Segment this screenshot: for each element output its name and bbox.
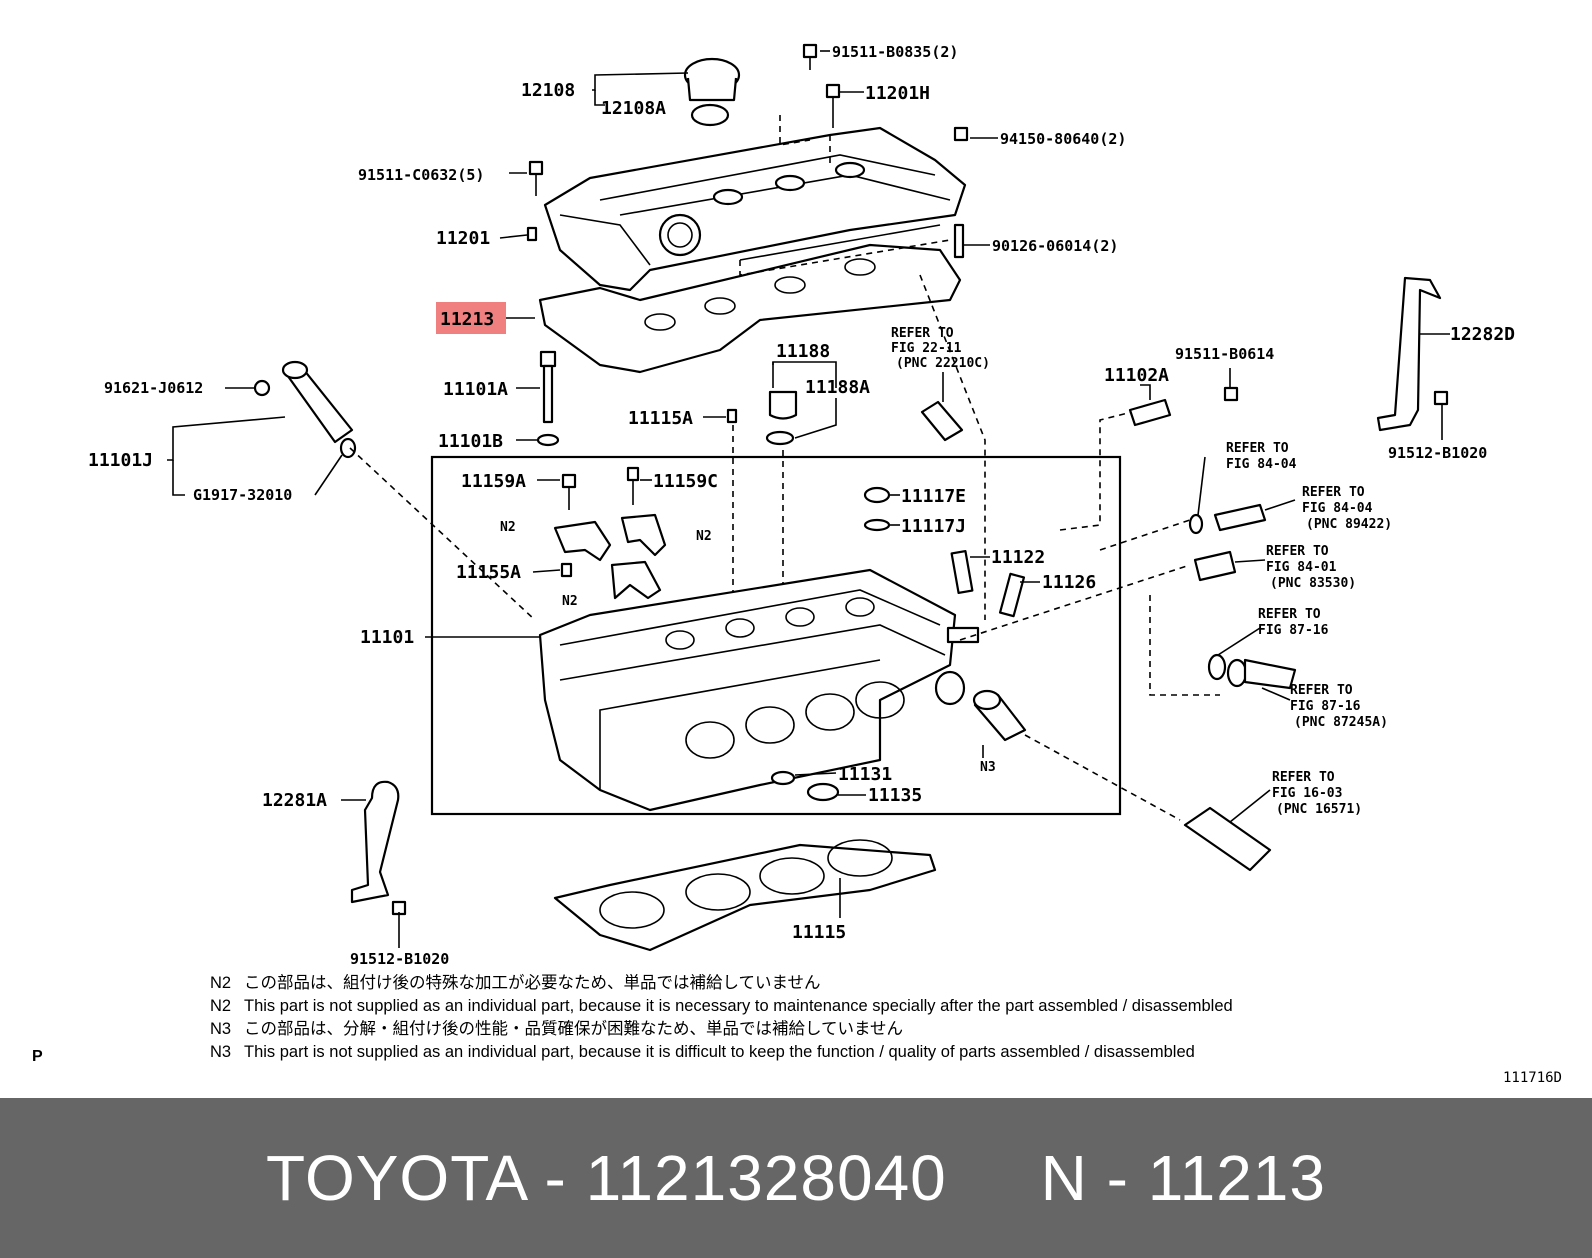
label-91621-j0612[interactable]: 91621-J0612 <box>104 379 203 397</box>
ref-fig84a-line2[interactable]: FIG 84-04 <box>1226 457 1297 472</box>
label-94150-80640[interactable]: 94150-80640(2) <box>1000 130 1126 148</box>
ref-fig1603-line1[interactable]: REFER TO <box>1272 770 1335 785</box>
label-11101[interactable]: 11101 <box>360 627 414 648</box>
note-text: この部品は、分解・組付け後の性能・品質確保が困難なため、単品では補給していません <box>244 1020 904 1038</box>
plug-drawing <box>765 390 798 446</box>
note-line: N3 この部品は、分解・組付け後の性能・品質確保が困難なため、単品では補給してい… <box>210 1018 1510 1041</box>
note-code: N3 <box>210 1020 232 1038</box>
ref-fig22-line3[interactable]: (PNC 22210C) <box>896 356 990 371</box>
label-11155a[interactable]: 11155A <box>456 562 521 583</box>
label-90126-06014[interactable]: 90126-06014(2) <box>992 237 1118 255</box>
note-code: N3 <box>210 1043 232 1061</box>
label-11117j[interactable]: 11117J <box>901 516 966 537</box>
label-11126[interactable]: 11126 <box>1042 572 1096 593</box>
label-12281a[interactable]: 12281A <box>262 790 327 811</box>
valve-cover-drawing <box>526 126 967 292</box>
label-12282d[interactable]: 12282D <box>1450 324 1515 345</box>
bolts-drawing <box>528 43 969 447</box>
label-g1917-32010[interactable]: G1917-32010 <box>193 486 292 504</box>
ref-fig84b-line1[interactable]: REFER TO <box>1302 485 1365 500</box>
head-gasket-drawing <box>553 839 937 952</box>
ref-fig8716b-line1[interactable]: REFER TO <box>1290 683 1353 698</box>
note-text: この部品は、組付け後の特殊な加工が必要なため、単品では補給していません <box>244 974 821 992</box>
label-11101a[interactable]: 11101A <box>443 379 508 400</box>
cylinder-head-drawing <box>538 568 980 812</box>
label-11213[interactable]: 11213 <box>440 309 494 330</box>
label-11115a[interactable]: 11115A <box>628 408 693 429</box>
label-91512-b1020-bottom[interactable]: 91512-B1020 <box>350 950 449 968</box>
label-91511-b0614[interactable]: 91511-B0614 <box>1175 345 1274 363</box>
corner-mark: P <box>32 1048 43 1065</box>
label-11159a[interactable]: 11159A <box>461 471 526 492</box>
note-text: This part is not supplied as an individu… <box>244 997 1233 1015</box>
ref-fig84b-line3[interactable]: (PNC 89422) <box>1306 517 1392 532</box>
label-11201h[interactable]: 11201H <box>865 83 930 104</box>
label-11101j[interactable]: 11101J <box>88 450 153 471</box>
footer-banner: TOYOTA - 1121328040 N - 11213 <box>0 1098 1592 1258</box>
note-marker-n2: N2 <box>500 520 516 535</box>
note-line: N2 この部品は、組付け後の特殊な加工が必要なため、単品では補給していません <box>210 972 1510 995</box>
ref-fig8401-line3[interactable]: (PNC 83530) <box>1270 576 1356 591</box>
part-11115a-drawing <box>726 408 738 424</box>
oil-filler-cap-drawing <box>683 57 741 127</box>
ref-fig22-line2[interactable]: FIG 22-11 <box>891 341 962 356</box>
label-11102a[interactable]: 11102A <box>1104 365 1169 386</box>
note-marker-n3: N3 <box>980 760 996 775</box>
label-91511-b0835[interactable]: 91511-B0835(2) <box>832 43 958 61</box>
ref-fig8401-line2[interactable]: FIG 84-01 <box>1266 560 1337 575</box>
ref-fig8716a-line1[interactable]: REFER TO <box>1258 607 1321 622</box>
ref-fig8401-line1[interactable]: REFER TO <box>1266 544 1329 559</box>
note-marker-n2: N2 <box>696 529 712 544</box>
parts-diagram: 91511-B0835(2) 12108 12108A 11201H 94150… <box>32 43 1562 1086</box>
ocv-valve-drawing <box>253 360 357 459</box>
seal-11135-drawing <box>806 782 840 802</box>
label-11131[interactable]: 11131 <box>838 764 892 785</box>
bracket-12282d-drawing <box>1376 276 1449 432</box>
label-11188a[interactable]: 11188A <box>805 377 870 398</box>
figure-references: REFER TO FIG 22-11 (PNC 22210C) REFER TO… <box>891 326 1392 817</box>
part-labels: 91511-B0835(2) 12108 12108A 11201H 94150… <box>88 43 1515 968</box>
ref-fig8716a-line2[interactable]: FIG 87-16 <box>1258 623 1329 638</box>
ref-fig1603-line3[interactable]: (PNC 16571) <box>1276 802 1362 817</box>
note-line: N2 This part is not supplied as an indiv… <box>210 995 1510 1018</box>
label-11117e[interactable]: 11117E <box>901 486 966 507</box>
note-marker-n2: N2 <box>562 594 578 609</box>
note-code: N2 <box>210 974 232 992</box>
ref-fig22-line1[interactable]: REFER TO <box>891 326 954 341</box>
n3-sleeve-drawing <box>972 689 1027 742</box>
label-11122[interactable]: 11122 <box>991 547 1045 568</box>
gasket-11131-drawing <box>770 770 796 786</box>
label-12108a[interactable]: 12108A <box>601 98 666 119</box>
label-11188[interactable]: 11188 <box>776 341 830 362</box>
label-11201[interactable]: 11201 <box>436 228 490 249</box>
ref-fig1603-line2[interactable]: FIG 16-03 <box>1272 786 1342 801</box>
label-12108[interactable]: 12108 <box>521 80 575 101</box>
note-text: This part is not supplied as an individu… <box>244 1043 1195 1061</box>
sensor-11102a-drawing <box>1128 386 1239 427</box>
label-11115[interactable]: 11115 <box>792 922 846 943</box>
ref-fig8716b-line2[interactable]: FIG 87-16 <box>1290 699 1361 714</box>
label-11159c[interactable]: 11159C <box>653 471 718 492</box>
note-line: N3 This part is not supplied as an indiv… <box>210 1041 1510 1064</box>
ref-fig8716b-line3[interactable]: (PNC 87245A) <box>1294 715 1388 730</box>
notes-block: N2 この部品は、組付け後の特殊な加工が必要なため、単品では補給していません N… <box>210 972 1510 1064</box>
footer-part-number: TOYOTA - 1121328040 N - 11213 <box>266 1142 1326 1214</box>
ref-fig84b-line2[interactable]: FIG 84-04 <box>1302 501 1373 516</box>
cylinder-head-group-frame <box>430 455 1122 816</box>
bracket-12281a-drawing <box>350 780 407 916</box>
note-code: N2 <box>210 997 232 1015</box>
leader-lines <box>167 50 1450 948</box>
diagram-canvas: 91511-B0835(2) 12108 12108A 11201H 94150… <box>88 43 1515 968</box>
label-11135[interactable]: 11135 <box>868 785 922 806</box>
figure-code: 111716D <box>1502 1070 1562 1086</box>
referenced-parts-drawing <box>920 400 1297 872</box>
label-91511-c0632[interactable]: 91511-C0632(5) <box>358 166 484 184</box>
label-91512-b1020-right[interactable]: 91512-B1020 <box>1388 444 1487 462</box>
ref-fig84a-line1[interactable]: REFER TO <box>1226 441 1289 456</box>
cover-gasket-drawing <box>538 243 962 374</box>
selected-part-highlight <box>436 302 506 334</box>
cam-caps-drawing <box>553 466 1026 618</box>
label-11101b[interactable]: 11101B <box>438 431 503 452</box>
